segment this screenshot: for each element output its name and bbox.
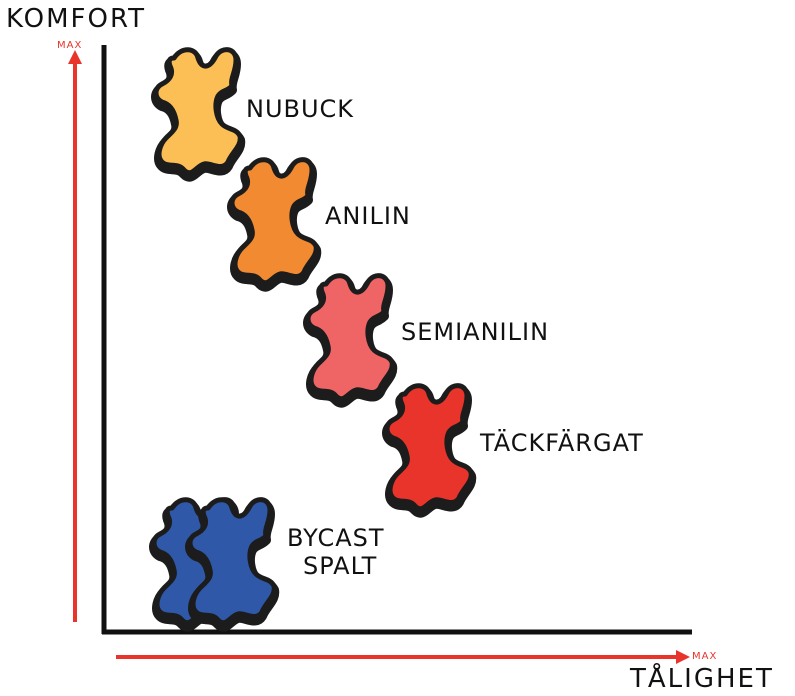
x-arrow-head — [676, 650, 690, 664]
label-bycast: BYCAST — [287, 524, 385, 552]
x-axis-title: TÅLIGHET — [630, 664, 774, 694]
hide-semianilin-icon — [308, 276, 392, 403]
y-arrow-head — [68, 50, 82, 64]
x-axis-max-label: MAX — [692, 651, 718, 662]
y-axis-max-label: MAX — [57, 40, 83, 51]
label-spalt: SPALT — [303, 552, 378, 580]
hide-anilin-icon — [232, 160, 316, 287]
y-axis-title: KOMFORT — [6, 4, 147, 34]
label-semianilin: SEMIANILIN — [401, 318, 550, 346]
label-tackfargat: TÄCKFÄRGAT — [480, 429, 644, 457]
hide-tackfargat-icon — [387, 386, 471, 513]
hide-spalt-front-icon — [190, 500, 274, 627]
label-nubuck: NUBUCK — [246, 95, 355, 123]
label-anilin: ANILIN — [325, 202, 411, 230]
hide-nubuck-icon — [156, 50, 240, 177]
